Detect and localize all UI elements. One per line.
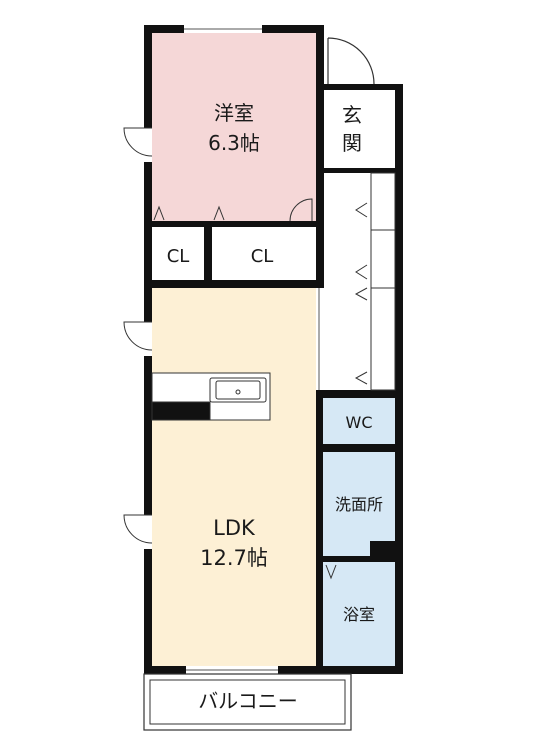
balcony-label: バルコニー	[198, 689, 298, 713]
washroom-fill	[323, 452, 395, 556]
balcony-outline	[143, 673, 352, 731]
bathroom-label: 浴室	[343, 605, 375, 624]
closet-right-label: CL	[251, 246, 274, 267]
entrance-door	[327, 37, 375, 85]
wc-label: WC	[346, 413, 373, 432]
wc-fill	[323, 398, 395, 444]
western-door-swing	[289, 198, 313, 222]
left-window-arcs	[123, 127, 153, 544]
western-room-name: 洋室	[214, 101, 254, 125]
ldk-fill	[152, 288, 316, 666]
closet-left-label: CL	[167, 246, 190, 267]
window-ldk-left-1	[144, 322, 152, 356]
ldk-size: 12.7帖	[200, 546, 268, 570]
window-ldk-left-2	[144, 515, 152, 549]
window-western-left	[144, 128, 152, 162]
hall-storage	[354, 172, 396, 391]
kitchen-counter	[151, 372, 271, 421]
bathroom-fill	[323, 562, 395, 666]
western-room-fill	[152, 33, 316, 221]
western-room-size: 6.3帖	[208, 131, 260, 155]
entrance-label-2: 関	[342, 131, 362, 155]
washroom-label: 洗面所	[335, 495, 383, 514]
ldk-name: LDK	[213, 516, 256, 540]
entrance-label-1: 玄	[342, 103, 362, 127]
bath-door-mark	[325, 564, 337, 580]
closet-marks	[153, 205, 225, 221]
